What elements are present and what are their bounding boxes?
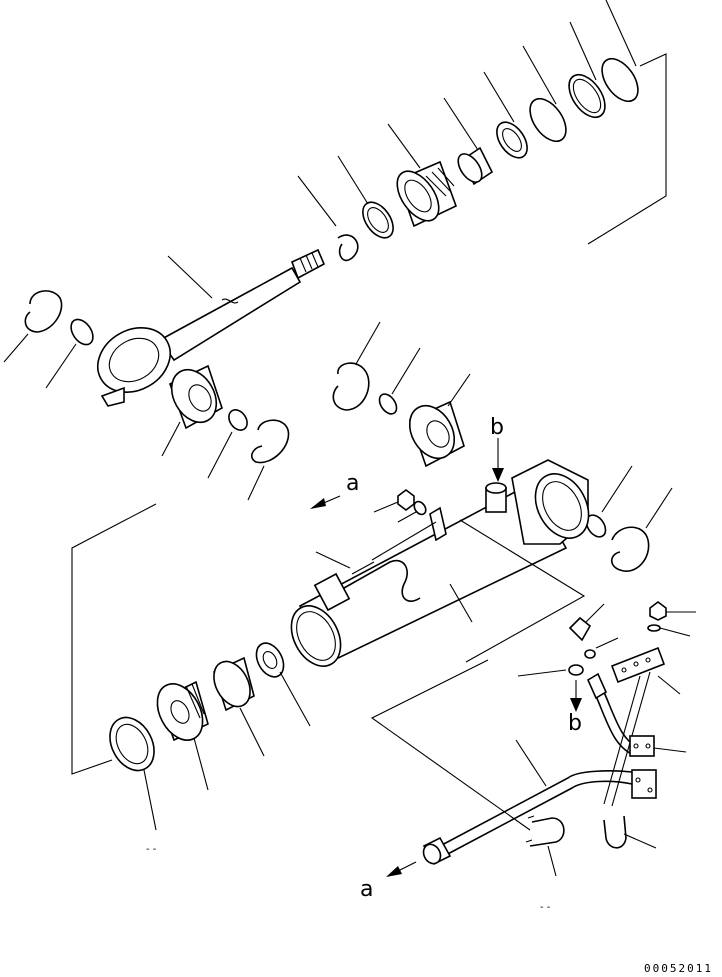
piston-assembly: - - <box>71 503 311 855</box>
reference-arrow-a-top: a <box>310 471 359 509</box>
reference-arrow-a-bottom: a <box>360 861 417 902</box>
svg-text:- -: - - <box>146 844 157 855</box>
head-seal-kit <box>297 0 667 262</box>
piston-rod <box>97 248 326 407</box>
cylinder-tube <box>290 459 590 667</box>
bottom-end-parts <box>332 321 673 572</box>
reference-arrow-b-bottom: b <box>568 680 582 736</box>
rod-end-parts <box>3 290 290 501</box>
callout-a-top: a <box>346 471 359 496</box>
svg-text:- -: - - <box>540 902 551 913</box>
callout-b-bottom: b <box>568 711 582 736</box>
callout-a-bottom: a <box>360 877 373 902</box>
callout-b-top: b <box>490 415 504 440</box>
hose-piping: - - <box>370 601 696 913</box>
document-code: 00052011 <box>644 962 713 975</box>
reference-arrow-b-top: b <box>490 415 504 482</box>
